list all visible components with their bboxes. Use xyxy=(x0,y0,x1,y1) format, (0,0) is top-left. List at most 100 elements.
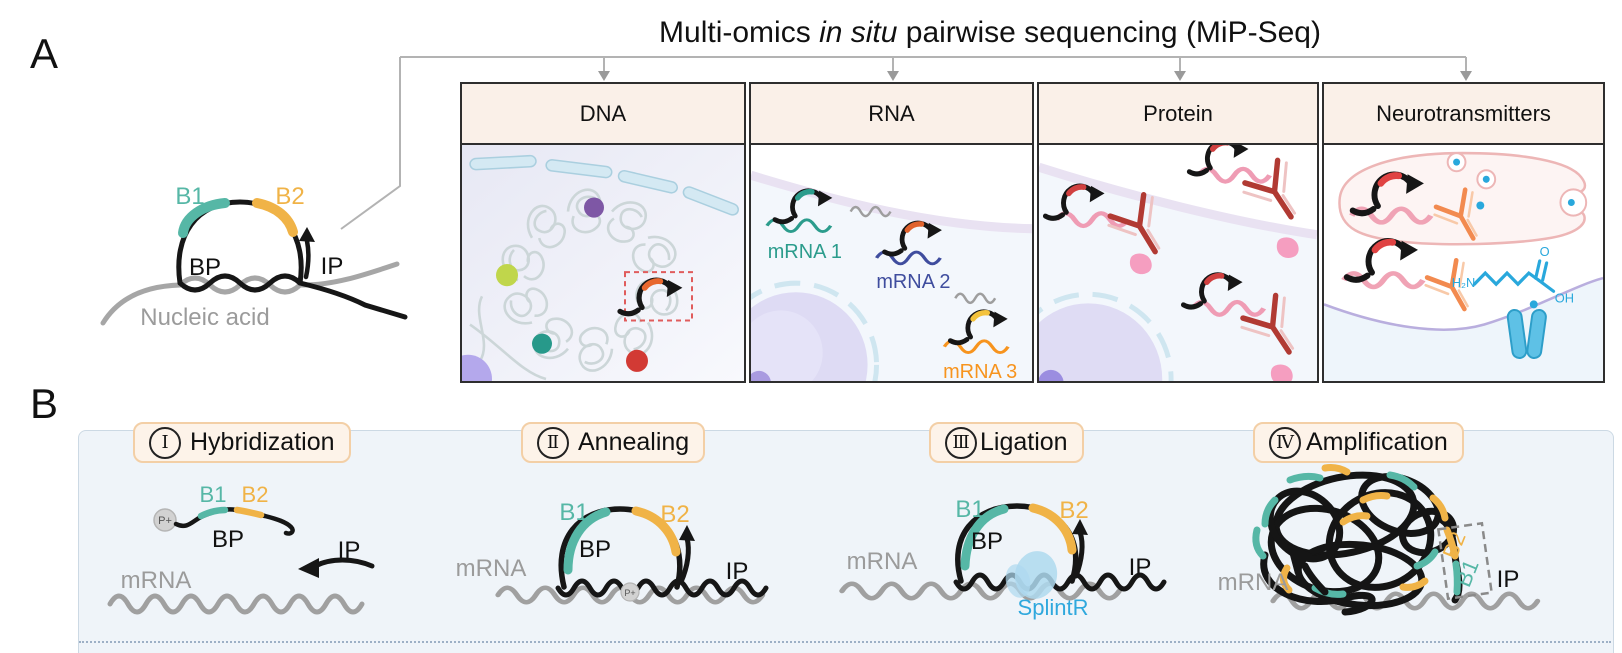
bp-label: BP xyxy=(212,526,244,553)
step-pill-hybridization: Ⅰ Hybridization xyxy=(133,422,351,463)
rolling-arrowhead xyxy=(1287,544,1313,574)
nucleus xyxy=(1039,303,1163,381)
b1-segments xyxy=(1252,471,1461,598)
b1-label: B1 xyxy=(175,183,204,210)
neurotransmitter-dot xyxy=(1453,158,1461,166)
omics-panel-dna: DNA xyxy=(460,82,746,383)
mrna-strand xyxy=(110,596,362,612)
step1-hybridization-diagram: P+ B1 B2 BP IP mRNA xyxy=(95,482,375,630)
bp-label: BP xyxy=(971,528,1003,555)
step-pill-ligation: Ⅲ Ligation xyxy=(929,422,1084,463)
step4-title: Amplification xyxy=(1306,428,1448,456)
step2-numeral: Ⅱ xyxy=(537,426,569,459)
neurotransmitter-dot xyxy=(1567,198,1575,207)
ip-label: IP xyxy=(726,558,749,585)
dna-header: DNA xyxy=(462,84,744,145)
neurotransmitters-header: Neurotransmitters xyxy=(1324,84,1603,145)
ip-arrowhead xyxy=(299,227,315,242)
title-suffix: pairwise sequencing (MiP-Seq) xyxy=(897,16,1321,49)
mrna-label: mRNA xyxy=(121,567,192,594)
nucleolus-blob xyxy=(751,370,771,381)
gaba-molecule xyxy=(1472,259,1556,293)
figure-title: Multi-omics in situ pairwise sequencing … xyxy=(480,16,1500,50)
title-prefix: Multi-omics xyxy=(659,16,820,49)
mrna3-label: mRNA 3 xyxy=(943,361,1017,381)
ip-label: IP xyxy=(321,253,344,280)
bp-label: BP xyxy=(189,254,221,281)
step2-title: Annealing xyxy=(578,428,690,456)
ip-label: IP xyxy=(338,537,361,564)
b2-segment xyxy=(233,506,265,519)
bracket-lines xyxy=(340,56,1472,230)
b2-barcode-arc xyxy=(631,506,681,557)
ip-arrow xyxy=(678,535,691,585)
phosphate-label: P+ xyxy=(158,515,172,527)
b1-barcode-arc xyxy=(178,198,230,238)
rna-illustration: mRNA 1 mRNA 2 mRNA 3 xyxy=(751,145,1032,381)
nt-probe-group-1 xyxy=(1352,174,1493,249)
mrna1-group: mRNA 1 xyxy=(765,191,842,263)
neurotransmitter-dot xyxy=(1482,175,1490,183)
phosphate-circle xyxy=(620,582,640,602)
gaba-oh-label: OH xyxy=(1555,290,1574,305)
zoom-box-dashed xyxy=(624,271,693,322)
gaba-o-label: O xyxy=(1540,244,1550,259)
step4-numeral: Ⅳ xyxy=(1269,426,1301,459)
ip-arrow xyxy=(1073,529,1085,579)
b1-label: B1 xyxy=(200,482,227,507)
dna-illustration xyxy=(462,145,744,381)
ip-arrowhead xyxy=(1072,519,1088,535)
neurotransmitters-illustration: H₂N O OH xyxy=(1324,145,1603,381)
ip-label: IP xyxy=(1497,566,1520,593)
nucleolus-blob xyxy=(1039,369,1064,381)
padlock-probe-icon xyxy=(620,280,682,314)
protein-group-1 xyxy=(1045,186,1176,275)
nucleus-highlight xyxy=(751,310,823,381)
dna-target-dot-red xyxy=(626,349,648,372)
step3-title: Ligation xyxy=(980,428,1068,456)
cell-membrane-band xyxy=(1039,162,1317,240)
workflow-dotted-divider xyxy=(79,641,1611,643)
phosphate-circle xyxy=(153,508,177,532)
omics-panel-rna: RNA mRNA 1 mRNA 2 m xyxy=(749,82,1034,383)
step1-numeral: Ⅰ xyxy=(149,426,181,459)
omics-panel-protein: Protein xyxy=(1037,82,1319,383)
nucleolus-blob xyxy=(462,354,492,381)
mrna-label: mRNA xyxy=(847,548,918,575)
receptor-channel-icon xyxy=(1506,300,1547,360)
omics-panel-neurotransmitters: Neurotransmitters xyxy=(1322,82,1605,383)
cell-membrane-band xyxy=(751,170,1032,234)
dna-target-dot-teal xyxy=(532,333,552,354)
step4-amplification-diagram: B2 B1 mRNA IP xyxy=(1218,464,1620,616)
gaba-amine-label: H₂N xyxy=(1452,275,1476,290)
mrna-label: mRNA xyxy=(1218,569,1289,596)
nt-probe-group-2 xyxy=(1344,241,1484,320)
cell-membrane-segments xyxy=(469,154,739,216)
step-pill-amplification: Ⅳ Amplification xyxy=(1253,422,1464,463)
mrna2-group: mRNA 2 xyxy=(874,223,951,293)
b2-label: B2 xyxy=(1059,497,1088,524)
mrna3-group: mRNA 3 xyxy=(942,312,1017,381)
step3-numeral: Ⅲ xyxy=(945,426,977,459)
nucleic-acid-label: Nucleic acid xyxy=(140,304,269,331)
mrna1-label: mRNA 1 xyxy=(768,241,842,263)
probe-base-strand xyxy=(177,273,408,320)
step3-ligation-diagram: B1 B2 BP mRNA SplintR IP xyxy=(820,496,1180,620)
ip-arrowhead xyxy=(679,525,695,541)
ip-arrow xyxy=(312,557,375,569)
padlock-probe-schematic: B1 B2 BP IP Nucleic acid xyxy=(100,183,408,331)
step1-title: Hybridization xyxy=(190,428,335,456)
b1-barcode-arc xyxy=(960,504,1009,571)
mrna-label: mRNA xyxy=(456,555,527,582)
title-italic: in situ xyxy=(819,16,898,49)
b2-segments xyxy=(1280,464,1459,594)
dna-target-dot-purple xyxy=(584,197,604,218)
step-pill-annealing: Ⅱ Annealing xyxy=(521,422,706,463)
ip-arrowhead xyxy=(298,558,319,578)
phosphate-label: P+ xyxy=(624,588,635,598)
b1-segment xyxy=(197,506,229,520)
b1-label: B1 xyxy=(955,496,984,523)
b2-barcode-arc xyxy=(1028,503,1077,555)
bound-neurotransmitter-dot xyxy=(1476,201,1485,210)
